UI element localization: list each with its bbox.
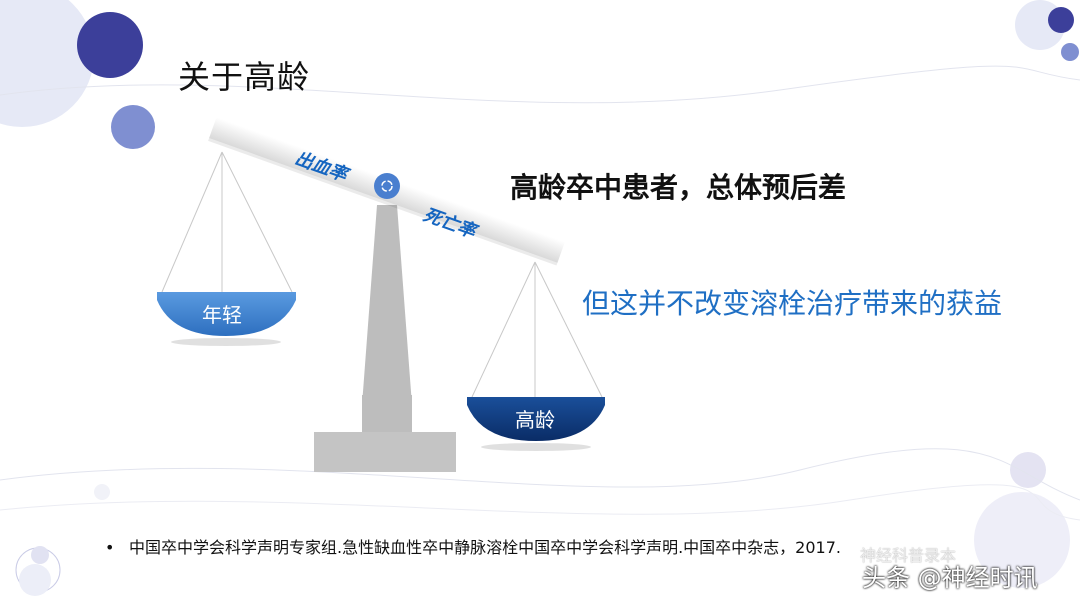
- left-pan-label: 年轻: [202, 303, 242, 327]
- left-pan-strings: [161, 151, 293, 293]
- watermark-line1: 神经科普录本: [860, 546, 957, 565]
- slide-title: 关于高龄: [178, 58, 311, 96]
- bullet: •: [105, 538, 115, 557]
- left-pan: [157, 292, 296, 336]
- right-pan: [467, 397, 605, 441]
- reference-text: 中国卒中学会科学声明专家组.急性缺血性卒中静脉溶栓中国卒中学会科学声明.中国卒中…: [129, 538, 841, 557]
- right-pan-label: 高龄: [515, 408, 555, 432]
- scale-base: [314, 432, 456, 472]
- watermark: 头条 @神经时讯: [862, 564, 1038, 592]
- balance-scale: 出血率 死亡率 年轻 高龄: [157, 117, 605, 472]
- reference: • 中国卒中学会科学声明专家组.急性缺血性卒中静脉溶栓中国卒中学会科学声明.中国…: [105, 535, 935, 561]
- pivot-icon: [374, 173, 400, 199]
- right-pan-strings: [471, 261, 603, 398]
- scale-post: [362, 205, 412, 405]
- subheadline: 但这并不改变溶栓治疗带来的获益: [582, 287, 1003, 320]
- headline: 高龄卒中患者，总体预后差: [510, 171, 847, 204]
